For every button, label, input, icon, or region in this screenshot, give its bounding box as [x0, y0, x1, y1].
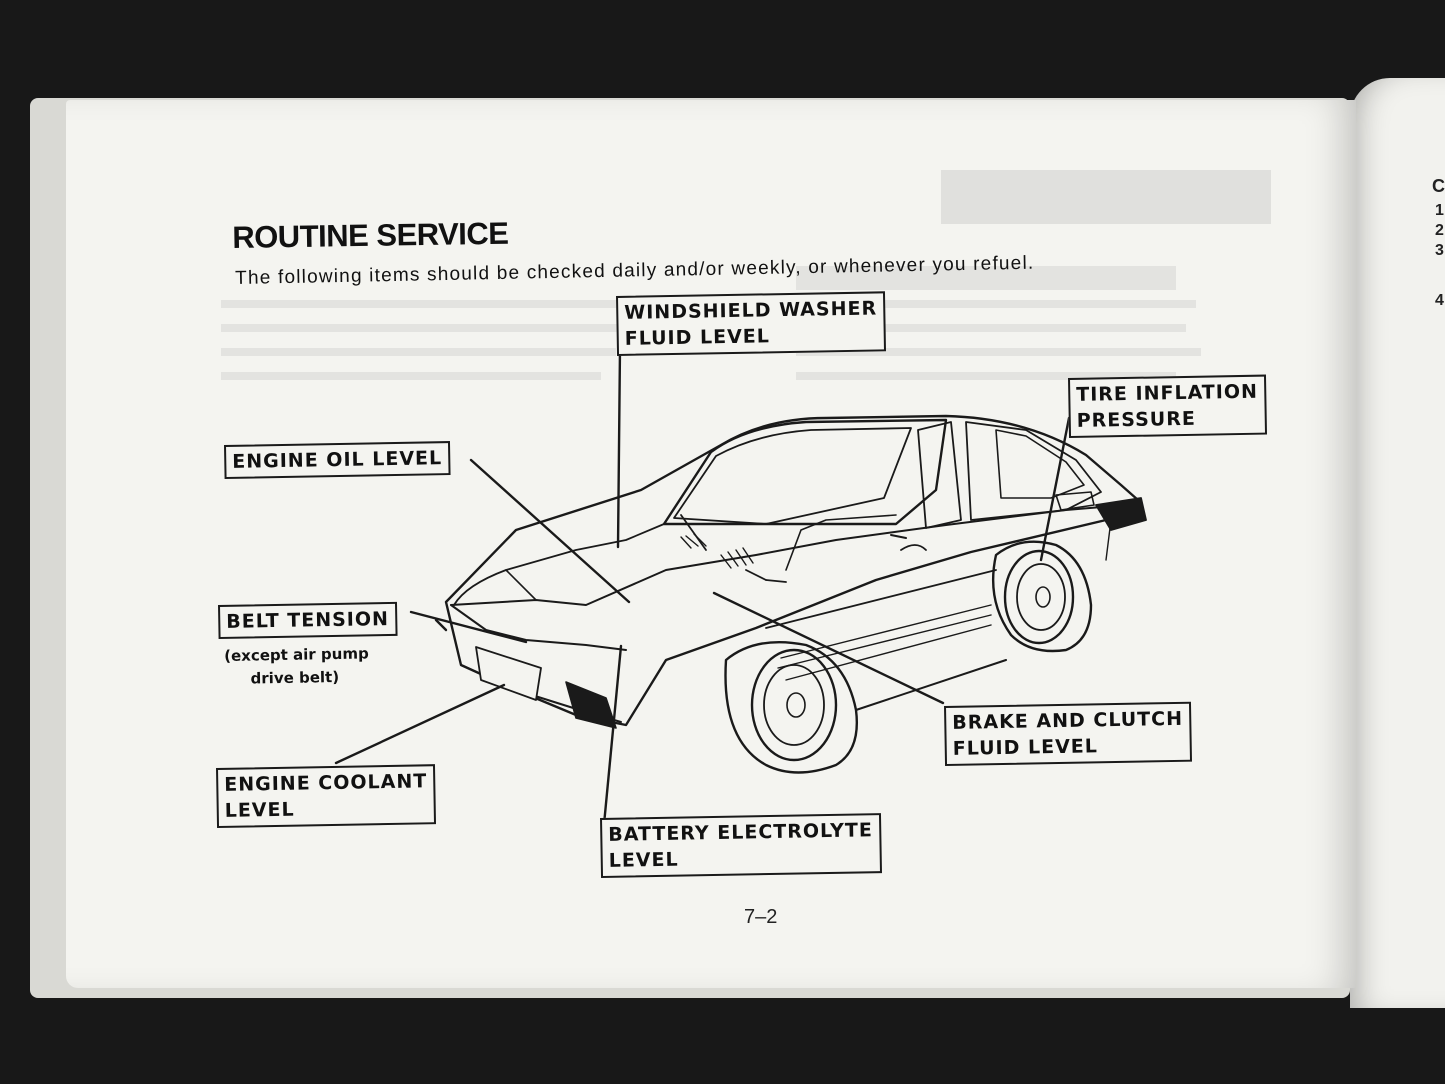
callout-coolant-line-1: ENGINE COOLANT: [224, 770, 428, 796]
right-page-number-1: 1: [1435, 202, 1444, 219]
left-page: ROUTINE SERVICE The following items shou…: [66, 100, 1356, 988]
callout-windshield-washer-fluid: WINDSHIELD WASHER FLUID LEVEL: [616, 291, 886, 356]
callout-coolant-line-2: LEVEL: [224, 798, 295, 822]
callout-belt-tension-line-1: BELT TENSION: [226, 608, 390, 633]
callout-brake-clutch-fluid-level: BRAKE AND CLUTCH FLUID LEVEL: [944, 701, 1192, 766]
right-page-number-2: 2: [1435, 222, 1444, 239]
belt-tension-note: (except air pump drive belt): [224, 642, 369, 691]
sports-car-line-drawing-icon: [334, 346, 1147, 837]
callout-windshield-line-2: FLUID LEVEL: [624, 325, 771, 350]
callout-battery-line-1: BATTERY ELECTROLYTE: [608, 819, 874, 846]
callout-tire-line-1: TIRE INFLATION: [1076, 380, 1259, 406]
callout-belt-tension: BELT TENSION: [218, 601, 398, 639]
callout-engine-oil-line-1: ENGINE OIL LEVEL: [232, 447, 443, 473]
callout-brake-line-2: FLUID LEVEL: [952, 735, 1099, 760]
callout-engine-coolant-level: ENGINE COOLANT LEVEL: [216, 764, 436, 828]
right-page-number-4: 4: [1435, 292, 1444, 309]
page-number: 7–2: [744, 906, 778, 928]
callout-engine-oil-level: ENGINE OIL LEVEL: [224, 441, 451, 479]
bleed-through-text-block: [796, 260, 1216, 396]
callout-brake-line-1: BRAKE AND CLUTCH: [952, 707, 1184, 734]
right-page-heading: C: [1432, 176, 1445, 196]
bleed-through-text-block-left: [221, 300, 641, 396]
callout-tire-line-2: PRESSURE: [1076, 407, 1197, 432]
callout-windshield-line-1: WINDSHIELD WASHER: [624, 297, 878, 324]
callout-battery-electrolyte-level: BATTERY ELECTROLYTE LEVEL: [600, 813, 882, 878]
right-page: C 1 2 3 4: [1350, 78, 1445, 1008]
right-page-number-3: 3: [1435, 242, 1444, 259]
bleed-through-header-box: [941, 170, 1271, 224]
callout-battery-line-2: LEVEL: [608, 848, 679, 872]
belt-note-line-1: (except air pump: [224, 644, 369, 665]
callout-tire-inflation-pressure: TIRE INFLATION PRESSURE: [1068, 374, 1267, 438]
belt-note-line-2: drive belt): [250, 667, 340, 688]
